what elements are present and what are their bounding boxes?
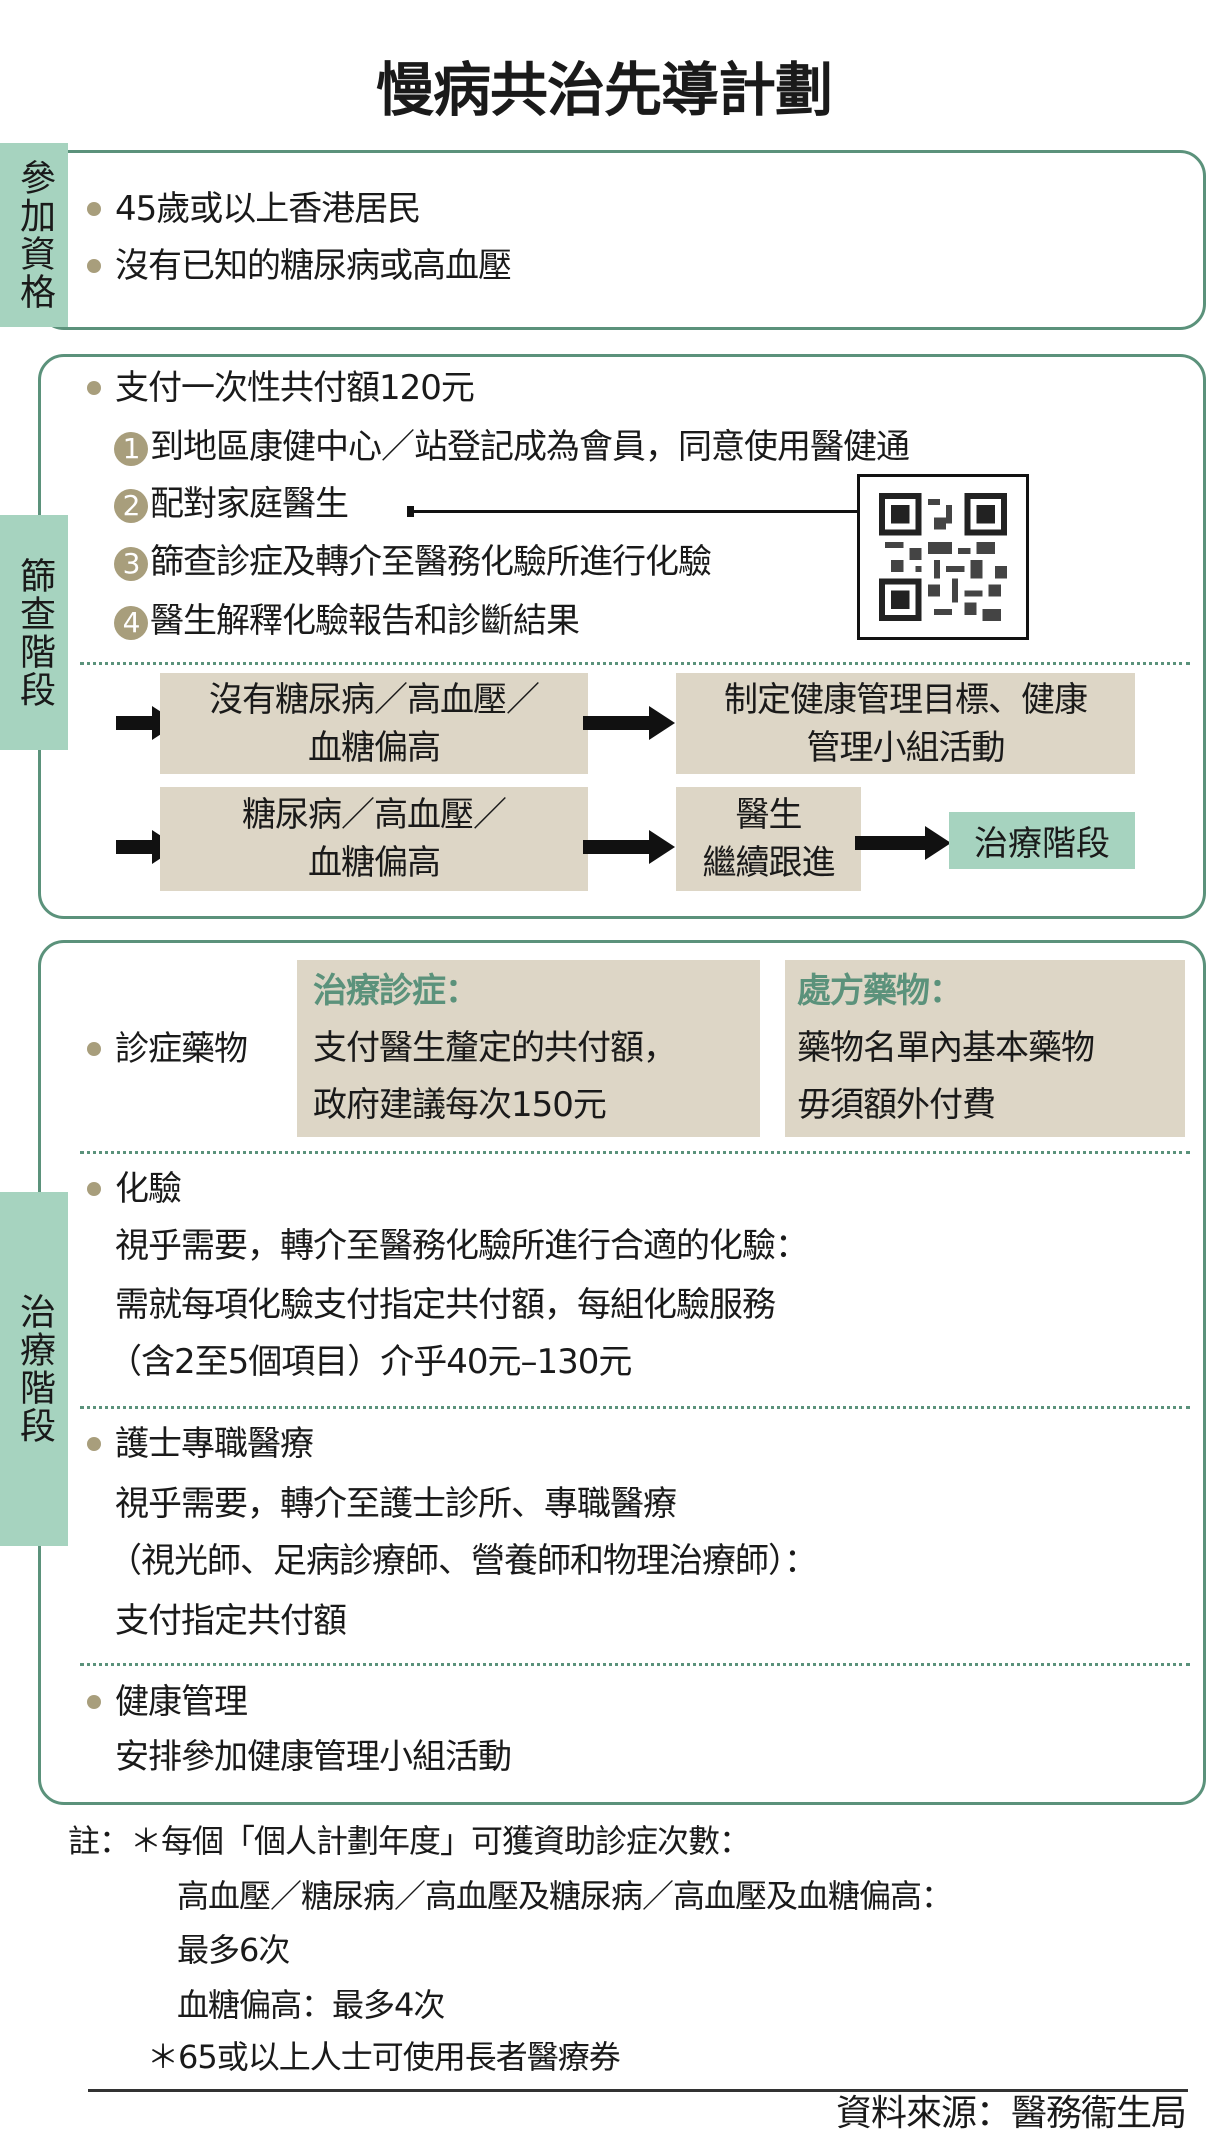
nurse-title: 護士專職醫療 <box>115 1424 314 1464</box>
box-line: 繼續跟進 <box>702 843 836 883</box>
lab-line: 視乎需要，轉介至醫務化驗所進行合適的化驗： <box>115 1226 809 1266</box>
divider <box>80 662 1190 665</box>
nurse-line: （視光師、足病診療師、營養師和物理治療師）： <box>108 1541 818 1581</box>
nurse-line: 視乎需要，轉介至護士診所、專職醫療 <box>115 1484 677 1524</box>
step-text: 到地區康健中心／站登記成為會員，同意使用醫健通 <box>150 427 910 467</box>
screening-fee: 支付一次性共付額120元 <box>115 368 475 408</box>
box-line: 血糖偏高 <box>308 843 441 883</box>
divider <box>80 1406 1190 1409</box>
eligibility-item: 45歲或以上香港居民 <box>115 189 421 229</box>
bullet-icon <box>87 202 101 216</box>
box-line: 醫生 <box>735 795 803 835</box>
bullet-icon <box>87 259 101 273</box>
source-divider <box>88 2089 1188 2092</box>
qr-code[interactable] <box>857 474 1029 640</box>
box-line: 血糖偏高 <box>308 727 441 768</box>
bullet-icon <box>87 1695 101 1709</box>
page-title: 慢病共治先導計劃 <box>375 56 833 124</box>
qr-code-icon <box>879 493 1007 621</box>
bullet-icon <box>87 1437 101 1451</box>
number-1-icon: 1 <box>114 431 148 466</box>
box-line: 毋須額外付費 <box>797 1085 996 1125</box>
prescription-box: 處方藥物： 藥物名單內基本藥物毋須額外付費 <box>785 960 1185 1137</box>
health-line: 安排參加健康管理小組活動 <box>115 1737 512 1777</box>
box-line: 管理小組活動 <box>806 727 1006 768</box>
step-text: 配對家庭醫生 <box>150 484 349 524</box>
health-goal-box: 制定健康管理目標、健康管理小組活動 <box>676 673 1135 774</box>
health-title: 健康管理 <box>115 1682 248 1722</box>
lab-line: 需就每項化驗支付指定共付額，每組化驗服務 <box>115 1285 776 1325</box>
followup-box: 醫生繼續跟進 <box>676 787 861 891</box>
note-line: ＊65或以上人士可使用長者醫療券 <box>147 2038 621 2076</box>
lab-title: 化驗 <box>115 1169 182 1209</box>
number-2-icon: 2 <box>114 488 148 523</box>
condition-box: 糖尿病／高血壓／ 血糖偏高 <box>160 787 588 891</box>
consult-title: 診症藥物 <box>115 1029 248 1069</box>
box-line: 制定健康管理目標、健康 <box>724 679 1088 720</box>
note-line: 高血壓／糖尿病／高血壓及糖尿病／高血壓及血糖偏高： <box>177 1877 953 1915</box>
lab-line: （含2至5個項目）介乎40元–130元 <box>108 1342 632 1382</box>
bullet-icon <box>87 381 101 395</box>
box-line: 政府建議每次150元 <box>313 1085 607 1125</box>
box-line: 沒有糖尿病／高血壓／ <box>209 679 540 720</box>
arrow-icon <box>583 706 675 740</box>
number-4-icon: 4 <box>114 605 148 640</box>
eligibility-section <box>38 150 1206 330</box>
source-credit: 資料來源：醫務衞生局 <box>835 2093 1187 2134</box>
bullet-icon <box>87 1182 101 1196</box>
screening-label: 篩查階段 <box>0 515 68 750</box>
step-text: 醫生解釋化驗報告和診斷結果 <box>150 601 580 641</box>
box-line: 藥物名單內基本藥物 <box>797 1028 1095 1068</box>
label-text: 治療階段 <box>14 1293 55 1445</box>
eligibility-item: 沒有已知的糖尿病或高血壓 <box>115 246 512 286</box>
bullet-icon <box>87 1042 101 1056</box>
label-text: 篩查階段 <box>14 556 55 709</box>
divider <box>80 1663 1190 1666</box>
box-line: 支付醫生釐定的共付額， <box>313 1028 677 1068</box>
arrow-icon <box>583 830 675 864</box>
nurse-line: 支付指定共付額 <box>115 1601 347 1641</box>
number-3-icon: 3 <box>114 546 148 581</box>
note-line: 註：＊每個「個人計劃年度」可獲資助診症次數： <box>68 1822 751 1860</box>
no-condition-box: 沒有糖尿病／高血壓／ 血糖偏高 <box>160 673 588 774</box>
divider <box>80 1151 1190 1154</box>
treatment-stage-box: 治療階段 <box>949 812 1135 869</box>
box-heading: 處方藥物： <box>797 971 963 1011</box>
arrow-icon <box>855 826 951 860</box>
step-text: 篩查診症及轉介至醫務化驗所進行化驗 <box>150 542 712 582</box>
qr-connector-line <box>410 510 858 513</box>
note-line: 最多6次 <box>177 1931 290 1969</box>
eligibility-label: 參加資格 <box>0 143 68 327</box>
box-line: 糖尿病／高血壓／ <box>242 795 507 835</box>
connector-dot <box>407 506 414 517</box>
box-heading: 治療診症： <box>313 971 479 1011</box>
treatment-label: 治療階段 <box>0 1192 68 1546</box>
consult-fee-box: 治療診症： 支付醫生釐定的共付額， 政府建議每次150元 <box>297 960 760 1137</box>
note-line: 血糖偏高：最多4次 <box>177 1986 445 2024</box>
label-text: 參加資格 <box>14 159 55 311</box>
